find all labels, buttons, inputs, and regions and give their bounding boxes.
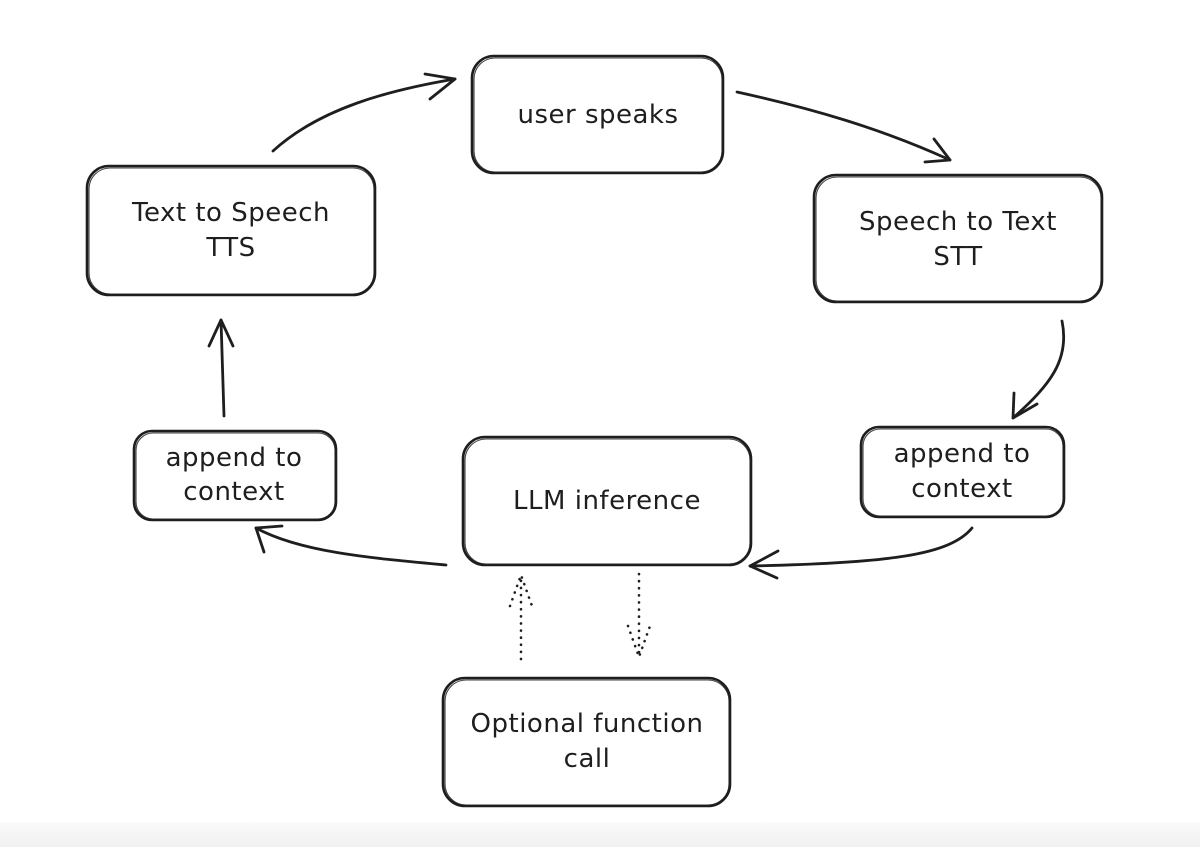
- node-user-speaks-label: user speaks: [517, 100, 678, 130]
- node-append-context-left-label-1: append to: [166, 443, 303, 473]
- dotted-arrow-function-to-llm: [508, 571, 534, 661]
- node-text-to-speech-label-2: TTS: [205, 233, 255, 263]
- node-append-context-right-label-1: append to: [894, 439, 1031, 469]
- arrow-llm-to-append-left: [254, 524, 448, 567]
- node-optional-function-call-label-2: call: [564, 744, 611, 774]
- node-speech-to-text-label-1: Speech to Text: [859, 207, 1057, 237]
- node-append-context-right-label-2: context: [911, 474, 1013, 504]
- node-llm-inference: LLM inference: [461, 435, 753, 567]
- arrow-append-right-to-llm: [748, 526, 974, 580]
- node-speech-to-text: Speech to Text STT: [812, 173, 1104, 304]
- dotted-arrow-llm-to-function: [626, 572, 652, 661]
- arrow-append-left-to-tts: [207, 318, 235, 418]
- node-append-context-left-label-2: context: [183, 477, 285, 507]
- node-user-speaks: user speaks: [470, 54, 725, 175]
- node-llm-inference-label: LLM inference: [513, 486, 701, 516]
- node-optional-function-call-label-1: Optional function: [471, 709, 704, 739]
- node-append-context-left: append to context: [132, 429, 338, 522]
- node-speech-to-text-label-2: STT: [933, 242, 982, 272]
- node-text-to-speech: Text to Speech TTS: [85, 164, 377, 297]
- bottom-edge-shading: [0, 822, 1200, 847]
- node-optional-function-call: Optional function call: [441, 676, 732, 808]
- arrow-tts-to-user-speaks: [271, 72, 457, 153]
- node-text-to-speech-label-1: Text to Speech: [131, 198, 330, 228]
- node-append-context-right: append to context: [859, 425, 1066, 519]
- arrow-user-speaks-to-stt: [735, 90, 952, 164]
- arrow-stt-to-append-right: [1011, 319, 1066, 420]
